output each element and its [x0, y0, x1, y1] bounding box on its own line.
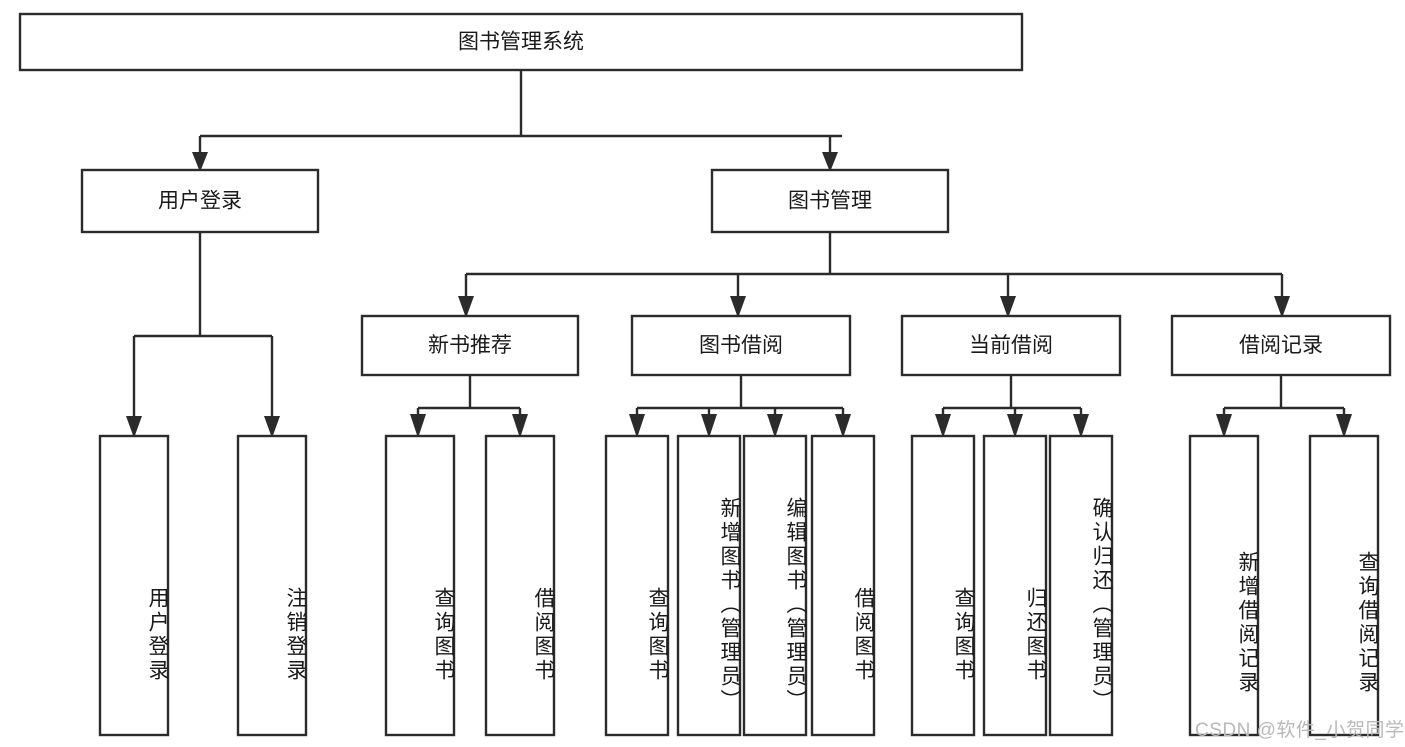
- node-box-leaf-query-book-borrow[interactable]: [604, 434, 670, 737]
- node-box-leaf-borrow-book[interactable]: [810, 434, 876, 737]
- node-box-leaf-add-book[interactable]: [676, 434, 742, 737]
- arrow-icon-to-leaf-borrow-book: [835, 414, 851, 438]
- node-box-leaf-borrow-book-rec[interactable]: [484, 434, 556, 737]
- node-box-leaf-logout-login[interactable]: [236, 434, 308, 737]
- arrow-icon-to-leaf-add-borrow-record: [1216, 414, 1232, 438]
- node-box-leaf-query-borrow-record[interactable]: [1308, 434, 1380, 737]
- node-box-root[interactable]: [18, 12, 1024, 72]
- arrow-icon-to-book-manage: [822, 152, 838, 172]
- node-label-new-book-recommend: 新书推荐: [428, 334, 512, 357]
- arrow-icon-to-new-book-recommend: [458, 296, 474, 318]
- arrow-icon-to-book-borrow: [730, 296, 746, 318]
- node-new-book-recommend[interactable]: 新书推荐: [360, 314, 580, 377]
- arrow-icon-to-leaf-add-book: [701, 414, 717, 438]
- node-borrow-record[interactable]: 借阅记录: [1170, 314, 1392, 377]
- node-current-borrow[interactable]: 当前借阅: [900, 314, 1122, 377]
- arrow-icon-to-current-borrow: [1000, 296, 1016, 318]
- node-book-manage[interactable]: 图书管理: [710, 168, 950, 234]
- node-label-book-manage: 图书管理: [788, 190, 872, 213]
- node-label-root: 图书管理系统: [458, 31, 584, 54]
- node-box-current-borrow[interactable]: [900, 314, 1122, 377]
- arrow-icon-to-user-login: [192, 152, 208, 172]
- node-book-borrow[interactable]: 图书借阅: [630, 314, 852, 377]
- arrow-icon-to-leaf-query-book-rec: [410, 414, 426, 438]
- node-label-user-login: 用户登录: [158, 190, 242, 213]
- arrow-heads: [126, 152, 1352, 438]
- arrow-icon-to-borrow-record: [1274, 296, 1290, 318]
- node-box-leaf-edit-book[interactable]: [742, 434, 808, 737]
- node-box-borrow-record[interactable]: [1170, 314, 1392, 377]
- csdn-watermark: CSDN @软件_小贺同学: [1195, 720, 1405, 741]
- arrow-icon-to-leaf-query-book-borrow: [629, 414, 645, 438]
- arrow-icon-to-leaf-logout-login: [264, 416, 280, 438]
- node-label-borrow-record: 借阅记录: [1239, 334, 1323, 357]
- arrow-icon-to-leaf-query-book-current: [935, 414, 951, 438]
- node-box-book-manage[interactable]: [710, 168, 950, 234]
- node-root[interactable]: 图书管理系统: [18, 12, 1024, 72]
- node-box-leaf-query-book-current[interactable]: [910, 434, 976, 737]
- node-label-book-borrow: 图书借阅: [699, 334, 783, 357]
- node-box-leaf-confirm-return[interactable]: [1048, 434, 1114, 737]
- node-box-leaf-user-login[interactable]: [98, 434, 170, 737]
- node-label-current-borrow: 当前借阅: [969, 334, 1053, 357]
- arrow-icon-to-leaf-user-login: [126, 416, 142, 438]
- node-box-book-borrow[interactable]: [630, 314, 852, 377]
- arrow-icon-to-leaf-borrow-book-rec: [512, 414, 528, 438]
- arrow-icon-to-leaf-query-borrow-record: [1336, 414, 1352, 438]
- arrow-icon-to-leaf-edit-book: [767, 414, 783, 438]
- arrow-icon-to-leaf-return-book: [1007, 414, 1023, 438]
- arrow-icon-to-leaf-confirm-return: [1073, 414, 1089, 438]
- vertical-leaf-boxes: [98, 434, 1380, 737]
- node-box-new-book-recommend[interactable]: [360, 314, 580, 377]
- node-box-leaf-query-book-rec[interactable]: [384, 434, 456, 737]
- node-box-user-login[interactable]: [80, 168, 320, 234]
- node-user-login[interactable]: 用户登录: [80, 168, 320, 234]
- node-box-leaf-add-borrow-record[interactable]: [1188, 434, 1260, 737]
- node-box-leaf-return-book[interactable]: [982, 434, 1048, 737]
